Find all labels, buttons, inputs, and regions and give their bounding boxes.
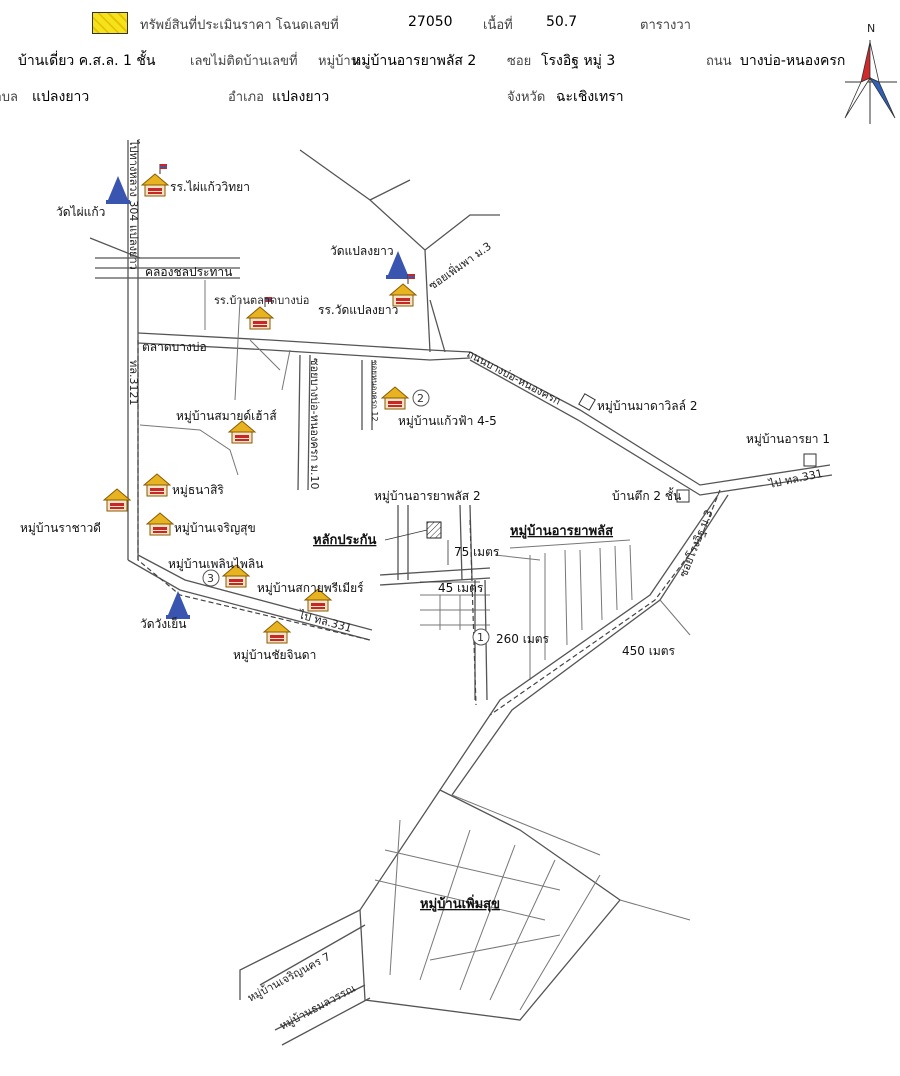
label-soi-permpa: ซอยเพิ่มพา ม.3 [425,238,494,292]
label-canal: คลองชลประทาน [145,265,232,279]
label-mb-smart-house: หมู่บ้านสมายด์เฮ้าส์ [176,409,277,424]
village-house-icon [228,420,256,444]
tambon-value: แปลงยาว [32,89,90,105]
tambon-label: ตำบล [0,90,18,105]
province-label: จังหวัด [507,90,546,105]
marker-2-label: 2 [417,392,424,405]
area-label: เนื้อที่ [483,18,513,33]
village-house-icon [146,512,174,536]
village-house-icon [381,386,409,410]
label-mb-charoennakorn: หมู่บ้านเจริญนคร 7 [245,950,332,1005]
label-wat-phaikaeo: วัดไผ่แก้ว [56,205,105,219]
label-wat-wangyen: วัดวังเย็น [140,616,186,631]
building-type: บ้านเดี่ยว ค.ส.ล. 1 ชั้น [18,53,156,69]
temple-icon [166,591,190,619]
label-soi-rongit: ซอยโรงอิฐ ม.3 [676,507,716,579]
araya1-marker [803,453,817,467]
label-road-304: ไปทางหลวง 304 แปลงยาว [127,139,140,270]
label-mb-permsuk: หมู่บ้านเพิ่มสุข [420,894,500,912]
amphoe-label: อำเภอ [228,90,264,105]
label-mb-araya-plus2: หมู่บ้านอารยาพลัส 2 [374,489,481,504]
marker-1-label: 1 [477,631,484,644]
marker-circle-2 [412,389,430,407]
label-to-331-left: ไป ทล.331 [296,608,353,635]
deed-number: 27050 [408,14,453,30]
label-soi-bangbo-nongkhrok-10: ซอยบางบ่อ-หนองครก ม.10 [308,358,321,490]
legend-label: ทรัพย์สินที่ประเมินราคา โฉนดเลขที่ [140,18,339,33]
label-soi-12: ซอยหนองครก 12 [370,360,379,422]
access-route [137,340,721,716]
label-mb-rachawadee: หมู่บ้านราชาวดี [20,521,101,536]
marker-circle-1 [472,628,490,646]
label-mb-thanasiri: หมู่ธนาสิริ [172,483,224,498]
soi-label: ซอย [507,54,532,69]
label-mb-chaijinda: หมู่บ้านชัยจินดา [233,648,316,663]
amphoe-value: แปลงยาว [272,89,330,105]
compass-north-label: N [867,22,875,35]
village-house-icon [143,473,171,497]
label-school-talat: รร.บ้านตลาดบางบ่อ [214,294,309,307]
marker-circle-3 [202,569,220,587]
label-mb-kaewfa: หมู่บ้านแก้วฟ้า 4-5 [398,414,497,429]
label-road-3121: ทล.3121 [127,360,140,405]
province-value: ฉะเชิงเทรา [556,89,624,105]
road-label: ถนน [706,54,732,69]
road-network [89,140,833,1046]
area-unit: ตารางวา [640,18,691,33]
marker-3-label: 3 [207,572,214,585]
label-mb-araya-plus: หมู่บ้านอารยาพลัส [510,523,613,539]
village-label: หมู่บ้าน [318,54,360,69]
soi-value: โรงอิฐ หมู่ 3 [541,53,616,69]
village-house-icon [103,488,131,512]
label-mb-sakaya: หมู่บ้านสกายพรีเมียร์ [257,581,364,596]
area-value: 50.7 [546,14,578,30]
distance-450m: 450 เมตร [622,644,676,658]
distance-260m: 260 เมตร [496,632,550,646]
label-mb-charoensuk: หมู่บ้านเจริญสุข [174,521,256,536]
compass-red-arrow [860,41,871,83]
label-mb-thamawan: หมู่บ้านธมลวรรณ [277,982,357,1033]
label-school-phaikaeo: รร.ไผ่แก้ววิทยา [170,180,250,194]
label-school-wat-plaengyao: รร.วัดแปลงยาว [318,303,398,317]
label-boundary-mark: หลักประกัน [313,533,376,548]
road-value: บางบ่อ-หนองครก [740,53,846,69]
label-talat-bangbo: ตลาดบางบ่อ [142,340,207,354]
village-value: หมู่บ้านอารยาพลัส 2 [352,53,477,69]
house-no-label: เลขไม่ติดบ้านเลขที่ [190,54,298,69]
legend-subject-property-swatch [92,12,128,34]
label-wat-plaengyao: วัดแปลงยาว [330,244,394,258]
compass-blue-arrow [868,77,896,119]
label-road-bangbo-nongkhrok: ถนนบางบ่อ-หนองครก [465,347,563,408]
temple-icon [106,176,130,204]
label-mb-madawill: หมู่บ้านมาดาวิลล์ 2 [597,399,697,414]
label-ban-tuek: บ้านตึก 2 ชั้น [612,487,681,503]
madawill-marker [578,393,596,411]
label-mb-araya1: หมู่บ้านอารยา 1 [746,432,830,447]
ban-tuek-marker [676,489,690,503]
label-mb-plernplin: หมู่บ้านเพลินไพลิน [168,557,263,572]
distance-75m: 75 เมตร [454,545,500,559]
subject-property-parcel [426,521,442,539]
village-house-icon [263,620,291,644]
distance-45m: 45 เมตร [438,581,484,595]
compass-rose: N [844,22,897,124]
school-icon [142,164,168,196]
